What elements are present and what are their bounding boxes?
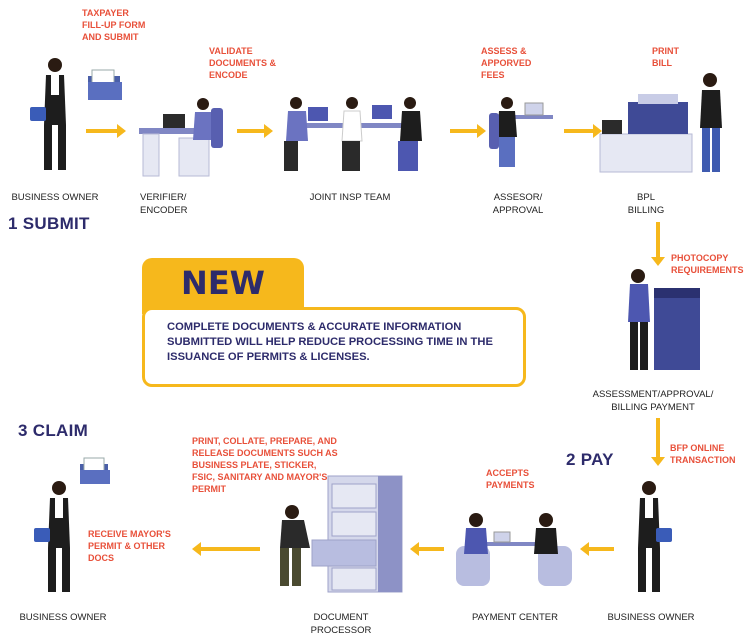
photocopy-figure: [628, 269, 700, 370]
assesor-desk-figure: [489, 97, 553, 167]
label-business-owner-1: BUSINESS OWNER: [11, 192, 99, 203]
arrow-7: [192, 542, 260, 556]
new-badge: NEW: [142, 258, 304, 314]
note-taxpayer: TAXPAYER FILL-UP FORM AND SUBMIT: [82, 8, 146, 42]
note-photocopy: PHOTOCOPY REQUIREMENTS: [671, 253, 744, 275]
business-owner-3-figure: [34, 481, 70, 592]
arrow-down-1: [651, 222, 665, 266]
label-business-owner-3: BUSINESS OWNER: [19, 612, 107, 623]
note-bfp: BFP ONLINE TRANSACTION: [670, 443, 736, 465]
new-badge-text: NEW: [181, 264, 265, 302]
note-release: PRINT, COLLATE, PREPARE, AND RELEASE DOC…: [192, 436, 338, 494]
label-business-owner-2: BUSINESS OWNER: [607, 612, 695, 623]
arrow-3: [450, 124, 486, 138]
label-document-processor: DOCUMENT PROCESSOR: [310, 612, 372, 636]
arrow-1: [86, 124, 126, 138]
callout-text: COMPLETE DOCUMENTS & ACCURATE INFORMATIO…: [167, 321, 493, 363]
note-assess: ASSESS & APPORVED FEES: [481, 46, 532, 80]
arrow-down-2: [651, 418, 665, 466]
note-validate: VALIDATE DOCUMENTS & ENCODE: [209, 46, 276, 80]
note-receive: RECEIVE MAYOR'S PERMIT & OTHER DOCS: [88, 529, 171, 563]
payment-center-figure: [456, 513, 572, 586]
note-accepts: ACCEPTS PAYMENTS: [486, 468, 535, 490]
arrow-6: [410, 542, 444, 556]
note-print: PRINT BILL: [652, 46, 679, 68]
label-verifier: VERIFIER/ ENCODER: [140, 192, 188, 216]
business-owner-figure: [30, 58, 66, 170]
document-folder-icon: [88, 69, 122, 100]
arrow-5: [580, 542, 614, 556]
label-payment-center: PAYMENT CENTER: [471, 612, 559, 623]
label-assesor: ASSESOR/ APPROVAL: [492, 192, 544, 216]
bpl-billing-figure: [599, 73, 722, 173]
document-processor-figure: [280, 475, 403, 593]
arrow-2: [237, 124, 273, 138]
claim-documents-icon: [80, 457, 110, 484]
joint-team-figure: [284, 97, 422, 171]
step-3-claim: 3 CLAIM: [18, 421, 89, 440]
step-2-pay: 2 PAY: [566, 450, 614, 469]
label-assessment: ASSESSMENT/APPROVAL/ BILLING PAYMENT: [592, 389, 714, 413]
business-owner-2-figure: [638, 481, 672, 592]
label-joint-team: JOINT INSP TEAM: [309, 192, 391, 203]
callout-box: COMPLETE DOCUMENTS & ACCURATE INFORMATIO…: [142, 307, 526, 387]
step-1-submit: 1 SUBMIT: [8, 214, 90, 233]
label-bpl: BPL BILLING: [627, 192, 665, 216]
arrow-4: [564, 124, 602, 138]
verifier-desk-figure: [139, 98, 223, 177]
